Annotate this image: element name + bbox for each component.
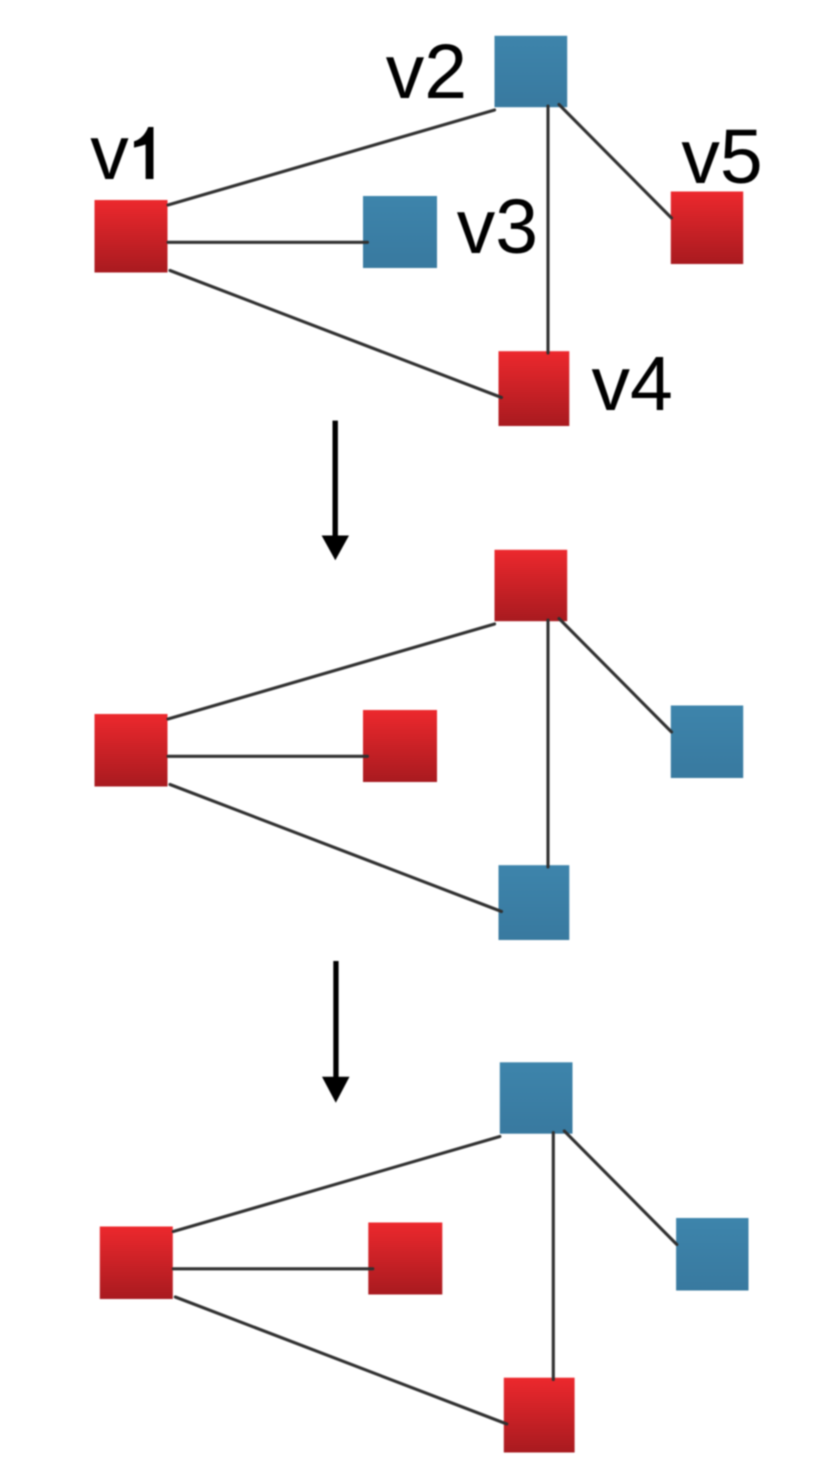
svg-text:v2: v2 bbox=[386, 29, 467, 115]
svg-text:v4: v4 bbox=[592, 341, 673, 427]
svg-text:v5: v5 bbox=[681, 114, 762, 200]
svg-text:v3: v3 bbox=[457, 184, 538, 270]
svg-text:v: v bbox=[90, 110, 129, 196]
